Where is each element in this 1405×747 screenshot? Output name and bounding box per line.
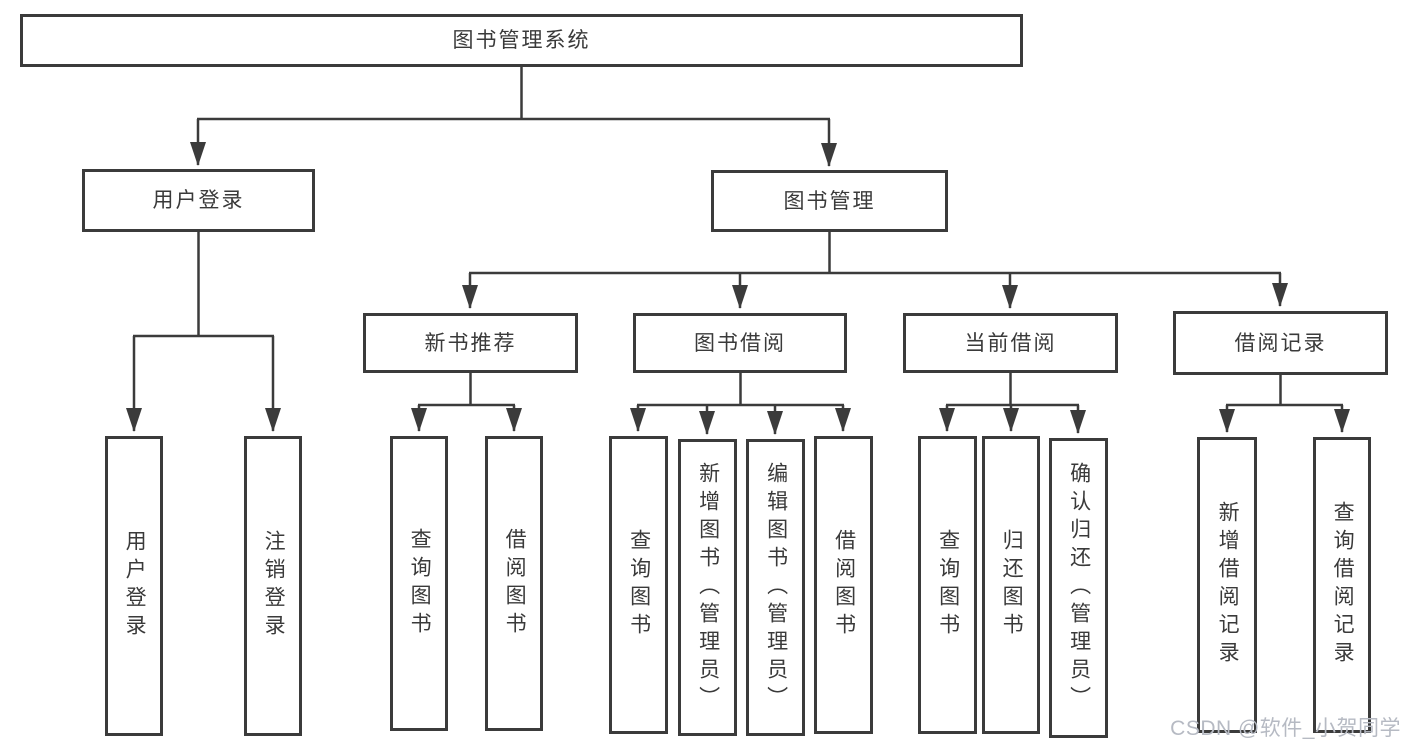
leaf-edit-book-admin-label: 编辑图书（管理员） [764, 461, 788, 714]
node-user-login-label: 用户登录 [152, 189, 245, 212]
leaf-user-login-label: 用户登录 [123, 530, 147, 642]
node-root: 图书管理系统 [20, 14, 1023, 67]
node-book-borrowing-label: 图书借阅 [694, 331, 786, 355]
leaf-borrow-books-recommend: 借阅图书 [485, 436, 543, 731]
leaf-return-book-label: 归还图书 [1000, 529, 1024, 641]
leaf-query-books-current: 查询图书 [918, 436, 977, 734]
leaf-query-borrow-record: 查询借阅记录 [1313, 437, 1371, 733]
connector-root-to-level2 [190, 67, 837, 167]
leaf-borrow-books-borrowing: 借阅图书 [814, 436, 873, 734]
leaf-add-book-admin: 新增图书（管理员） [678, 439, 737, 736]
leaf-query-books-recommend-label: 查询图书 [408, 527, 432, 640]
node-new-book-recommend-label: 新书推荐 [424, 331, 517, 355]
connector-book-management-children [462, 232, 1288, 309]
node-borrowing-records: 借阅记录 [1173, 311, 1388, 375]
leaf-query-books-borrowing: 查询图书 [609, 436, 668, 734]
leaf-return-book: 归还图书 [982, 436, 1040, 734]
connector-book-borrowing-children [630, 373, 851, 435]
node-root-label: 图书管理系统 [452, 29, 591, 52]
node-new-book-recommend: 新书推荐 [363, 313, 578, 373]
connector-borrowing-records-children [1219, 375, 1350, 433]
leaf-confirm-return-admin: 确认归还（管理员） [1049, 438, 1108, 738]
connector-user-login-children [126, 232, 281, 432]
connector-new-book-recommend-children [411, 373, 522, 432]
leaf-borrow-books-borrowing-label: 借阅图书 [832, 529, 856, 641]
leaf-logout: 注销登录 [244, 436, 302, 736]
leaf-user-login: 用户登录 [105, 436, 163, 736]
leaf-logout-label: 注销登录 [262, 530, 286, 642]
node-current-borrowing: 当前借阅 [903, 313, 1118, 373]
leaf-add-borrow-record: 新增借阅记录 [1197, 437, 1257, 733]
connector-current-borrowing-children [939, 373, 1086, 434]
watermark: CSDN @软件_小贺同学 [1170, 717, 1401, 740]
leaf-edit-book-admin: 编辑图书（管理员） [746, 439, 805, 736]
leaf-add-borrow-record-label: 新增借阅记录 [1216, 501, 1240, 669]
leaf-query-books-current-label: 查询图书 [936, 529, 960, 641]
leaf-query-books-recommend: 查询图书 [390, 436, 448, 731]
node-book-management: 图书管理 [711, 170, 948, 232]
leaf-query-books-borrowing-label: 查询图书 [627, 529, 651, 641]
node-book-borrowing: 图书借阅 [633, 313, 847, 373]
node-current-borrowing-label: 当前借阅 [964, 331, 1057, 355]
node-book-management-label: 图书管理 [783, 189, 876, 213]
leaf-query-borrow-record-label: 查询借阅记录 [1331, 501, 1355, 669]
leaf-add-book-admin-label: 新增图书（管理员） [696, 461, 720, 714]
leaf-confirm-return-admin-label: 确认归还（管理员） [1067, 462, 1091, 714]
node-borrowing-records-label: 借阅记录 [1234, 331, 1327, 355]
node-user-login: 用户登录 [82, 169, 315, 232]
leaf-borrow-books-recommend-label: 借阅图书 [503, 527, 527, 640]
